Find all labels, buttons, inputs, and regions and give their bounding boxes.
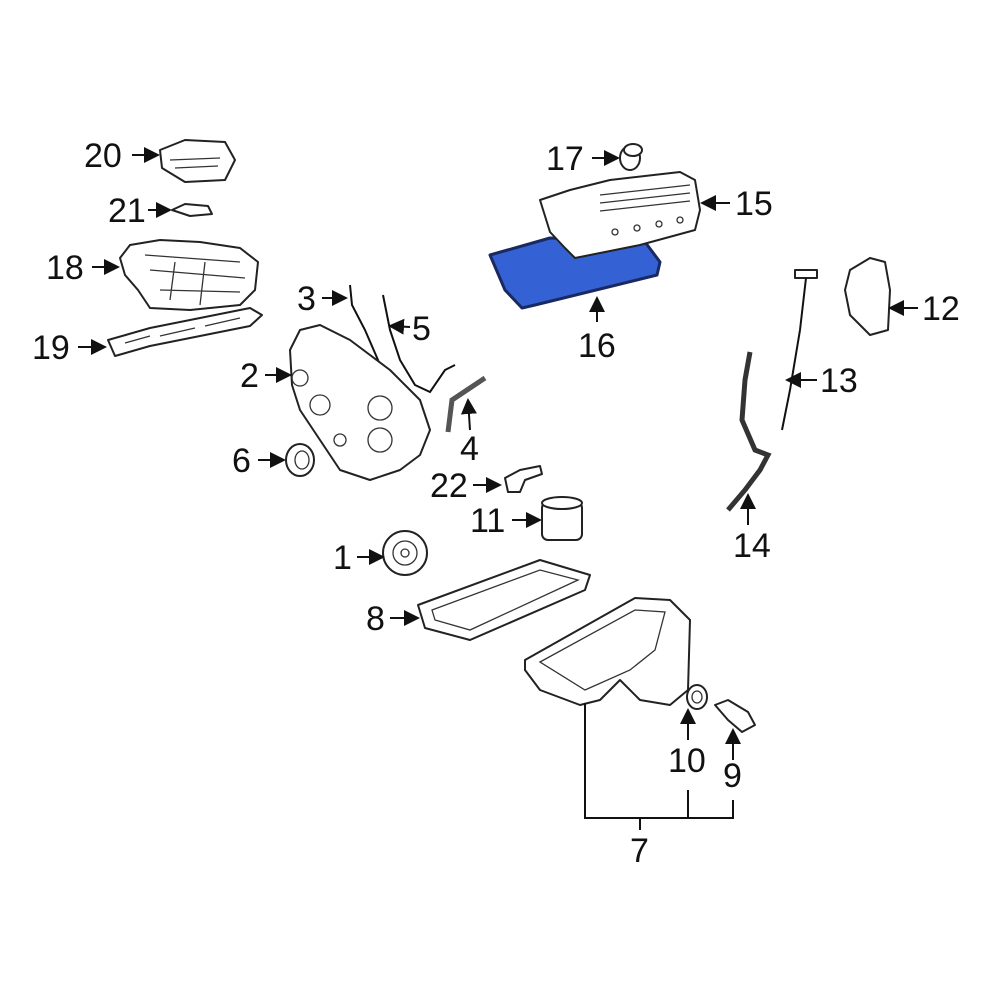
callout-1: 1 [333,539,352,577]
part-9-drain-plug[interactable] [714,699,756,733]
part-8-oil-pan-gasket[interactable] [417,559,591,641]
part-22-sensor[interactable] [504,465,543,493]
part-4-hose[interactable] [445,375,487,433]
part-18-intake-manifold[interactable] [119,239,259,311]
part-1-pulley[interactable] [382,530,428,576]
part-12-cover[interactable] [844,257,891,336]
part-6-seal[interactable] [285,443,315,477]
callout-17: 17 [546,140,584,178]
callout-7: 7 [630,832,649,870]
part-14-dipstick-tube[interactable] [726,351,772,512]
part-17-oil-filler-cap[interactable] [619,143,643,171]
part-10-drain-washer[interactable] [686,684,708,710]
callout-8: 8 [366,600,385,638]
callout-3: 3 [297,280,316,318]
callout-14: 14 [733,527,771,565]
part-20-engine-cover[interactable] [159,139,236,183]
callout-6: 6 [232,442,251,480]
callout-11: 11 [470,502,505,540]
callout-15: 15 [735,185,773,223]
callout-16: 16 [578,327,616,365]
callout-12: 12 [922,290,960,328]
callout-13: 13 [820,362,858,400]
callout-9: 9 [723,757,742,795]
callout-5: 5 [412,310,431,348]
part-21-gasket[interactable] [171,203,213,217]
callout-2: 2 [240,357,259,395]
callout-20: 20 [84,137,122,175]
callout-19: 19 [32,329,70,367]
part-13-dipstick[interactable] [781,269,818,431]
callout-4: 4 [460,430,479,468]
part-7-oil-pan[interactable] [524,597,691,706]
part-11-oil-filter[interactable] [541,496,583,541]
callout-21: 21 [108,192,146,230]
callout-22: 22 [430,467,468,505]
callout-lines [78,147,918,830]
part-15-valve-cover[interactable] [539,171,701,259]
callout-18: 18 [46,249,84,287]
part-19-intake-gasket[interactable] [107,307,263,357]
callout-10: 10 [668,742,706,780]
part-2-timing-cover[interactable] [289,324,431,481]
